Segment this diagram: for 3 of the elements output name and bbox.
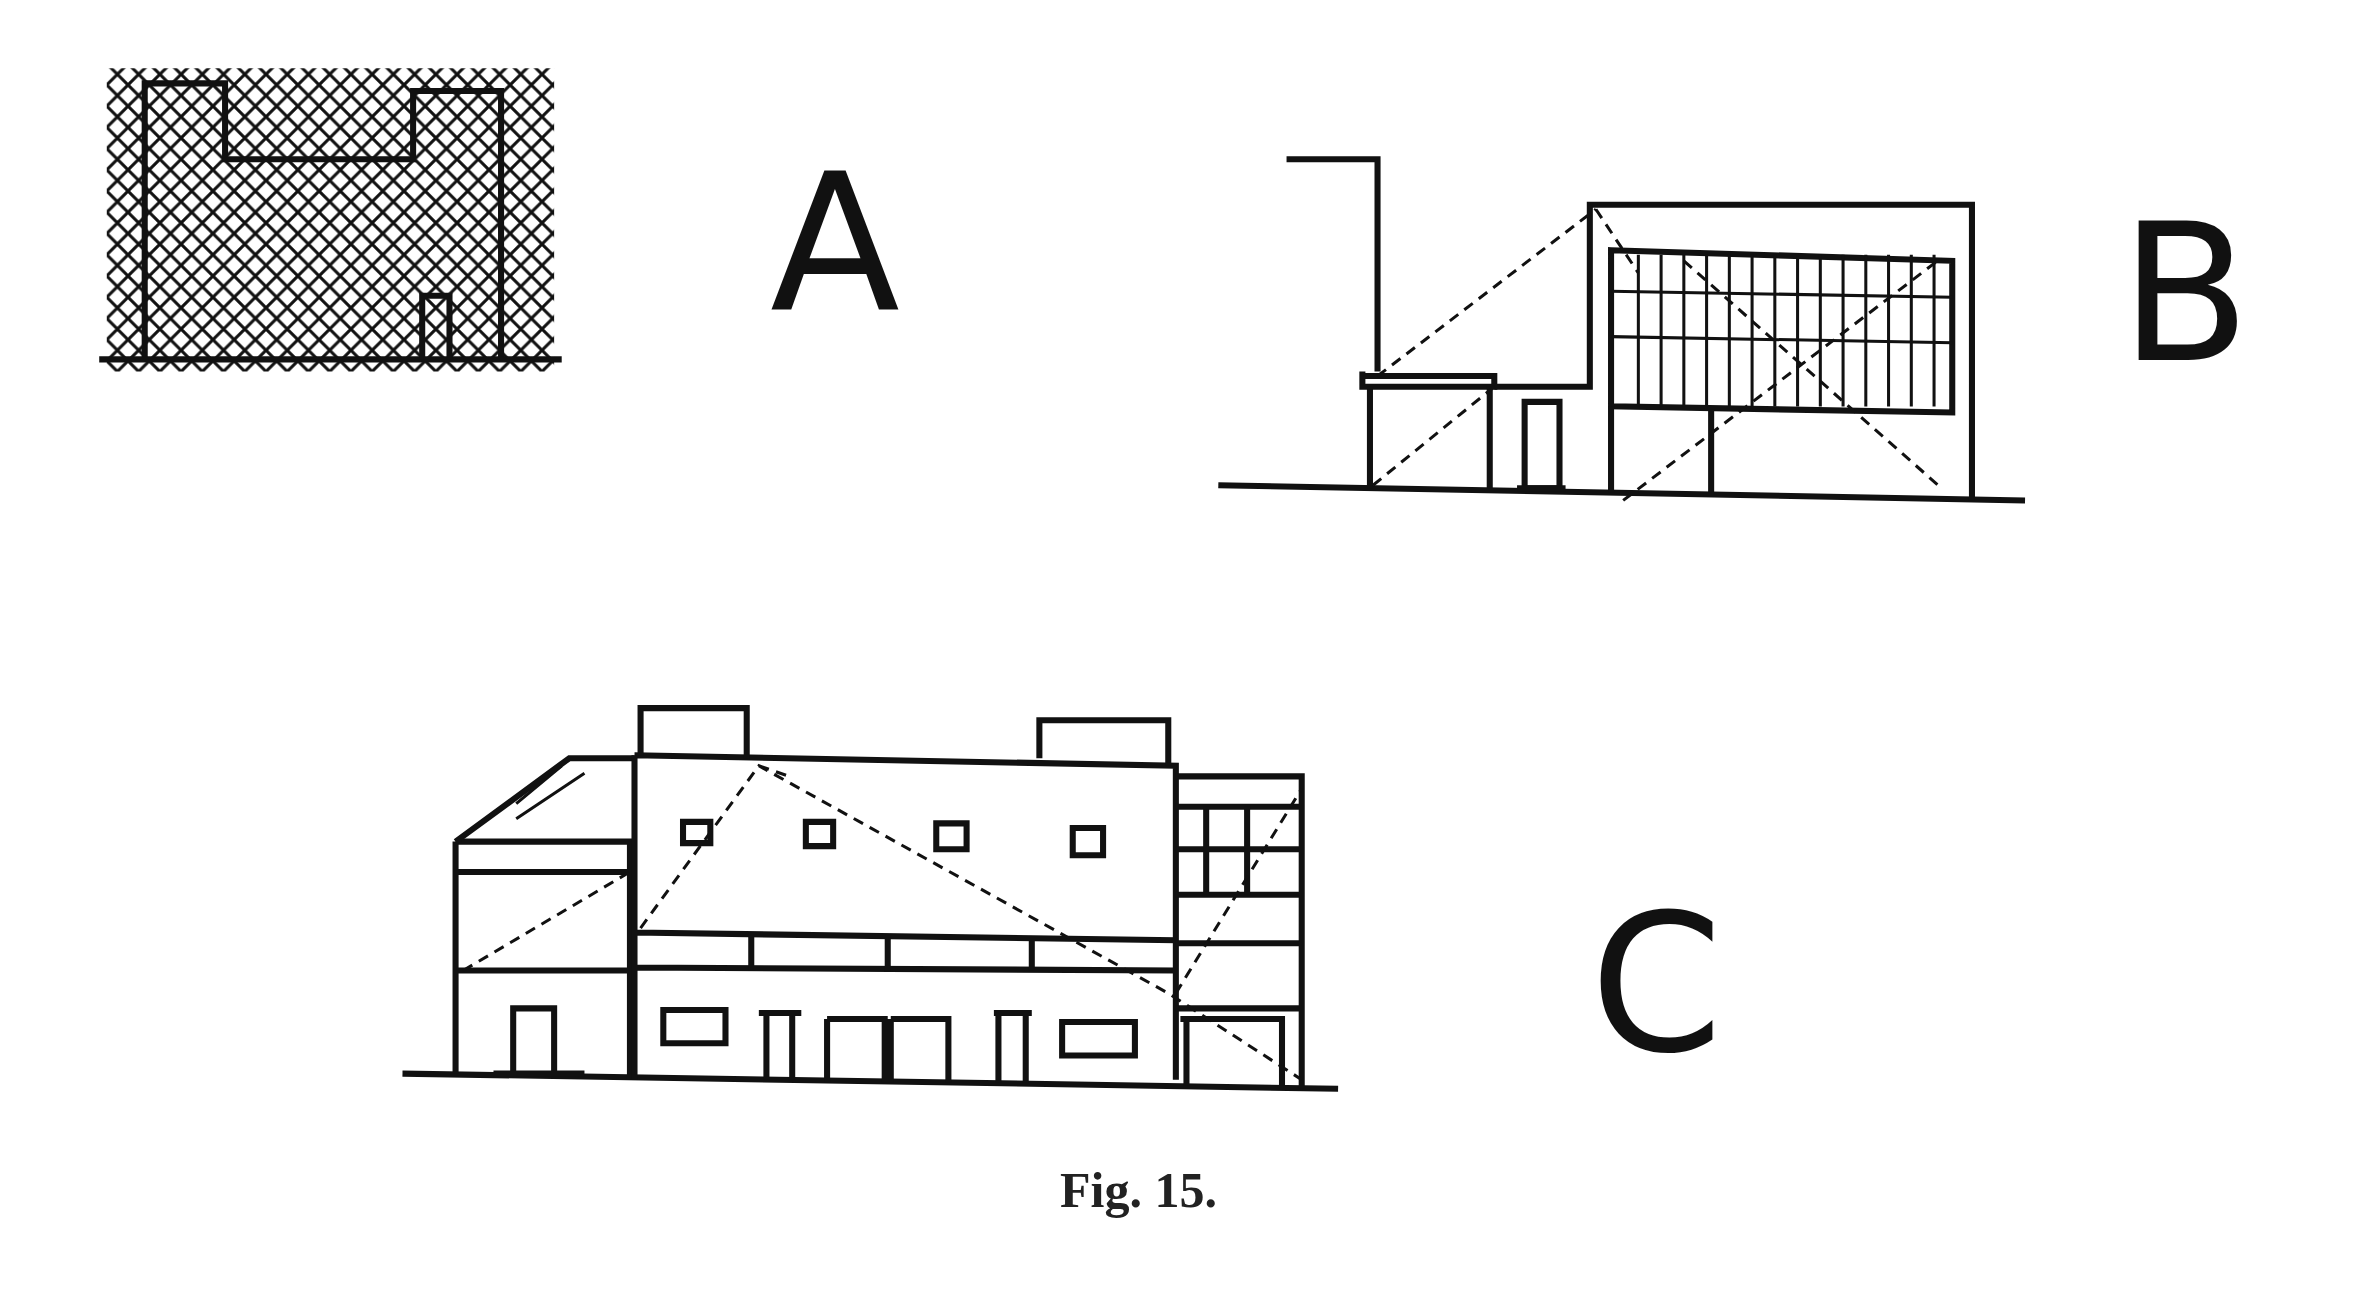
- view-letter: B: [2120, 200, 2251, 390]
- view-letter: A: [770, 150, 900, 340]
- view-letter: C: [1590, 890, 1723, 1080]
